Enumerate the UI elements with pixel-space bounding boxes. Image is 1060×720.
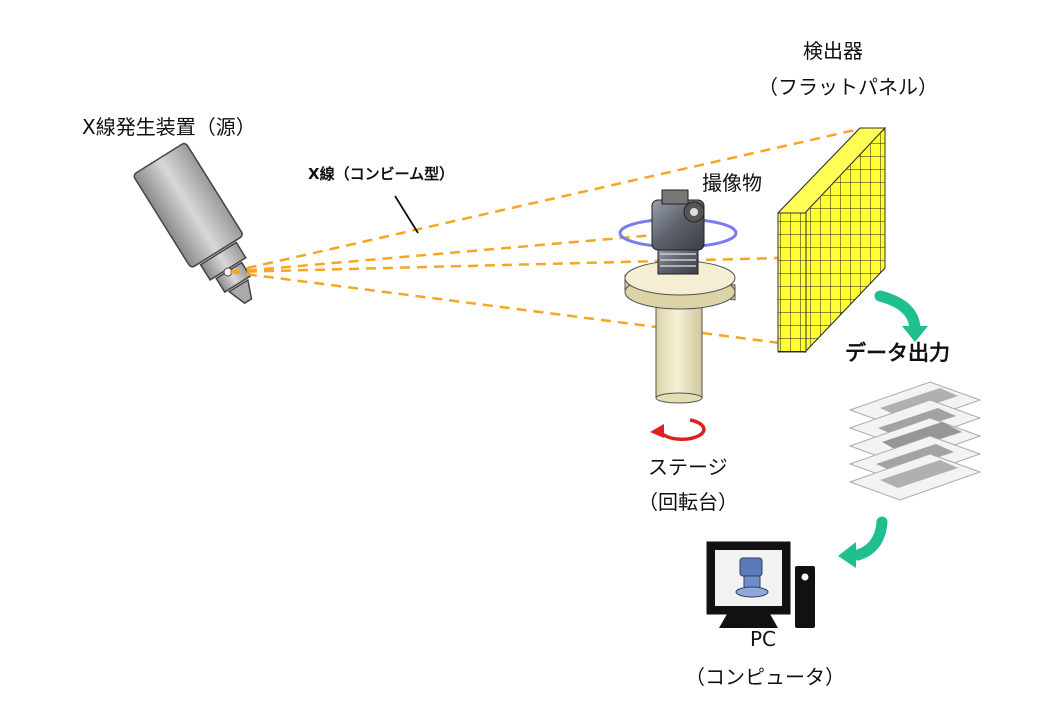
flow-arrow-detector-to-data (874, 290, 928, 342)
slice-stack-icon (848, 381, 982, 501)
object-label: 撮像物 (702, 171, 762, 195)
xray-beam (229, 128, 856, 345)
pc-label-line1: PC (750, 627, 777, 651)
pc-label-line2: （コンピュータ） (685, 665, 845, 689)
flow-arrow-data-to-pc (838, 516, 888, 568)
stage-label-line1: ステージ (648, 455, 728, 479)
pc-screen-object (735, 557, 769, 598)
detector-label-line2: （フラットパネル） (758, 75, 938, 99)
source-label: X線発生装置（源） (82, 115, 256, 139)
flat-panel-detector-icon (776, 126, 887, 354)
detector-label-line1: 検出器 (803, 39, 863, 63)
stage-rotation-arrow (650, 418, 706, 442)
data-output-label: データ出力 (845, 341, 950, 365)
beam-label: X線（コンビーム型） (308, 165, 455, 183)
stage-label-line2: （回転台） (638, 490, 738, 514)
computer-icon (706, 541, 815, 628)
rotary-stage-icon (624, 260, 736, 404)
beam-label-pointer (394, 195, 419, 234)
xray-tube-icon (133, 142, 253, 305)
mechanical-part-icon (618, 189, 738, 275)
